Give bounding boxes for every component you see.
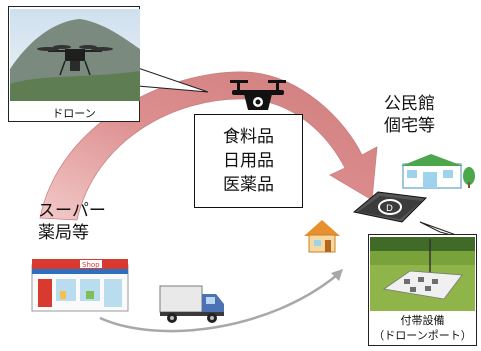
destination-label-line2: 個宅等 <box>384 116 435 136</box>
supermarket-label: スーパー 薬局等 <box>38 200 106 244</box>
drone-port-icon: D <box>352 191 428 223</box>
destination-label-line1: 公民館 <box>384 94 435 114</box>
destination-label: 公民館 個宅等 <box>384 93 435 137</box>
drone-photo-caption: ドローン <box>52 107 96 120</box>
goods-item-daily: 日用品 <box>223 151 274 171</box>
truck-route-arrow <box>99 274 338 333</box>
truck-icon <box>159 285 224 323</box>
supermarket-label-line1: スーパー <box>38 201 106 221</box>
store-icon: Shop <box>31 259 129 312</box>
drone-in-photo-icon <box>37 45 113 76</box>
drone-photo <box>10 9 140 101</box>
port-photo <box>370 237 475 311</box>
house-icon <box>304 220 340 253</box>
goods-box: 食料品 日用品 医薬品 <box>194 114 303 208</box>
svg-text:D: D <box>386 204 393 214</box>
supermarket-label-line2: 薬局等 <box>38 223 89 243</box>
community-building-icon <box>401 154 475 189</box>
drone-icon <box>230 80 286 110</box>
port-photo-caption-line1: 付帯設備 <box>400 314 445 327</box>
store-sign-text: Shop <box>82 261 100 269</box>
goods-item-food: 食料品 <box>223 127 274 147</box>
goods-item-medicine: 医薬品 <box>223 175 274 195</box>
port-photo-caption: 付帯設備 （ドローンポート） <box>369 313 476 343</box>
port-photo-caption-line2: （ドローンポート） <box>373 329 472 342</box>
drone-photo-frame: ドローン <box>8 6 140 122</box>
port-photo-frame: 付帯設備 （ドローンポート） <box>368 234 477 346</box>
